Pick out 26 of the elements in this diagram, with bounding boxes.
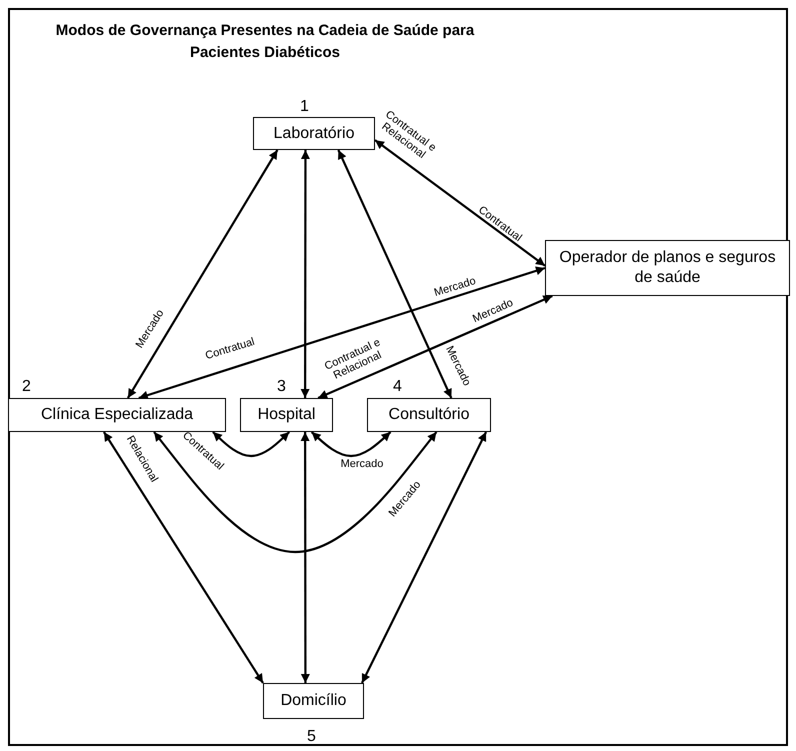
arrow: [318, 295, 553, 399]
arrow: [374, 139, 546, 267]
arrow: [153, 431, 438, 554]
entity-box: Hospital: [240, 398, 333, 432]
arrow: [361, 432, 488, 684]
node-number: 3: [277, 378, 286, 396]
arrow: [300, 150, 310, 398]
node-number: 2: [22, 378, 31, 396]
arrow: [138, 266, 546, 400]
arrow: [300, 432, 310, 683]
entity-box: Clínica Especializada: [8, 398, 226, 432]
arrow: [103, 431, 264, 684]
arrow: [337, 150, 452, 398]
node-number: 4: [393, 378, 402, 396]
relation-label: Mercado: [432, 274, 478, 300]
edge-label: Mercado: [340, 458, 384, 470]
entity-box: Domicílio: [263, 683, 364, 719]
arrow: [310, 431, 392, 458]
entity-box: Consultório: [367, 398, 491, 432]
arrow: [126, 149, 278, 399]
entity-box: Laboratório: [253, 117, 375, 150]
diagram-title: Modos de Governança Presentes na Cadeia de Saúde para Pacientes Diabéticos: [54, 21, 476, 63]
node-number: 5: [307, 728, 316, 746]
arrow: [212, 431, 290, 458]
entity-box: Operador de planos e seguros de saúde: [545, 240, 790, 296]
node-number: 1: [300, 98, 309, 116]
